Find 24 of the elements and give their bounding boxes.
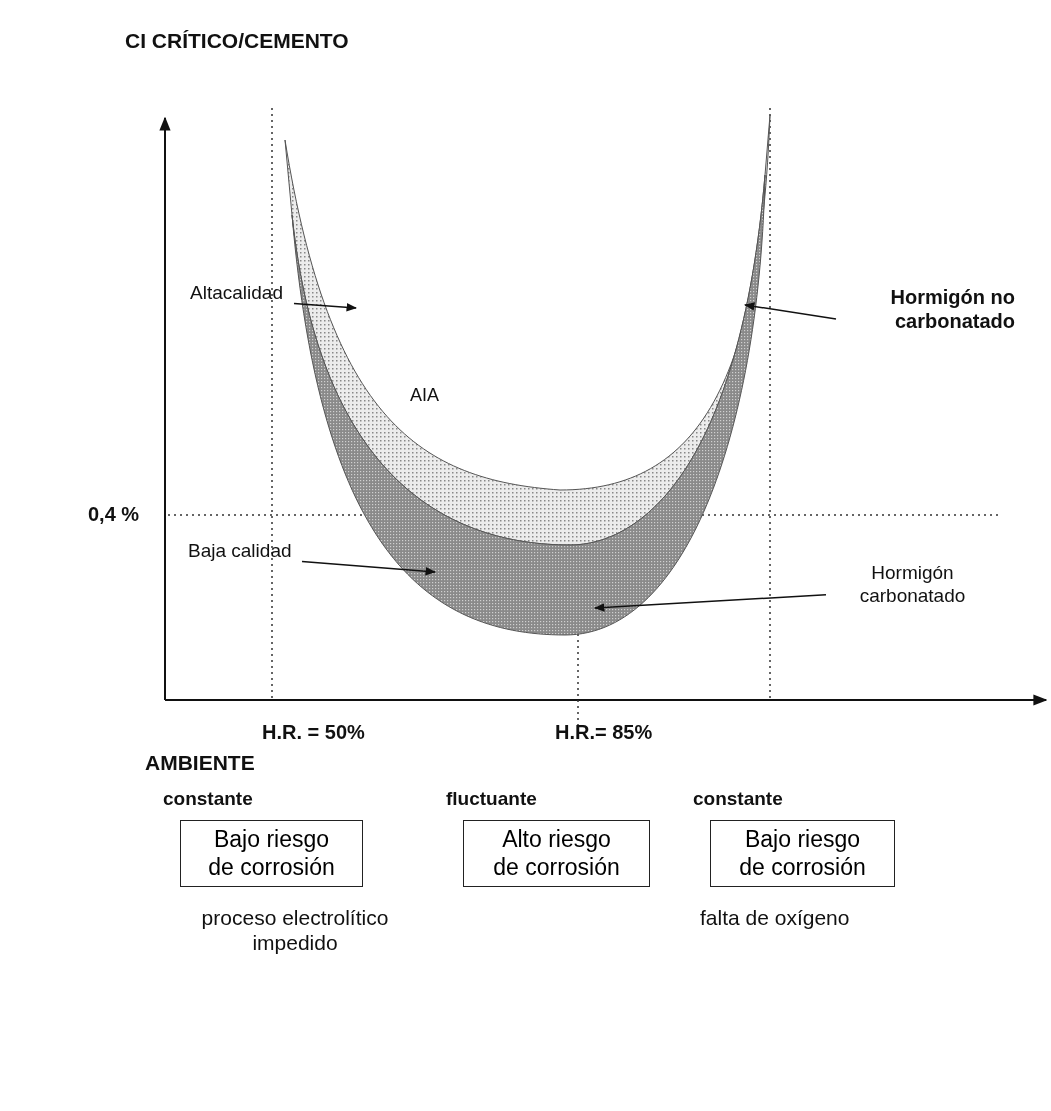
- concentration-band: [284, 114, 771, 546]
- note-text: proceso electrolítico impedido: [200, 905, 390, 956]
- axis-tick-label: H.R. = 50%: [262, 720, 366, 744]
- annotation-label: Hormigón carbonatado: [830, 562, 995, 608]
- annotation-label: Altacalidad: [190, 282, 290, 305]
- condition-label: constante: [163, 788, 253, 811]
- risk-box: Bajo riesgo de corrosión: [710, 820, 895, 887]
- risk-box: Bajo riesgo de corrosión: [180, 820, 363, 887]
- condition-label: fluctuante: [446, 788, 537, 811]
- arrow: [593, 594, 827, 612]
- arrow: [301, 560, 437, 576]
- section-heading: AMBIENTE: [145, 750, 256, 776]
- risk-box: Alto riesgo de corrosión: [463, 820, 650, 887]
- concentration-band: [291, 174, 766, 636]
- band-label: AIA: [410, 385, 440, 407]
- axis-tick-label: 0,4 %: [88, 502, 141, 526]
- axis-title: CI CRÍTICO/CEMENTO: [125, 28, 350, 54]
- axis-tick-label: H.R.= 85%: [555, 720, 654, 744]
- annotation-label: Hormigón no carbonatado: [840, 285, 1015, 333]
- arrow: [743, 302, 837, 320]
- condition-label: constante: [693, 788, 783, 811]
- annotation-label: Baja calidad: [188, 540, 298, 563]
- arrow: [293, 302, 358, 312]
- note-text: falta de oxígeno: [700, 905, 851, 931]
